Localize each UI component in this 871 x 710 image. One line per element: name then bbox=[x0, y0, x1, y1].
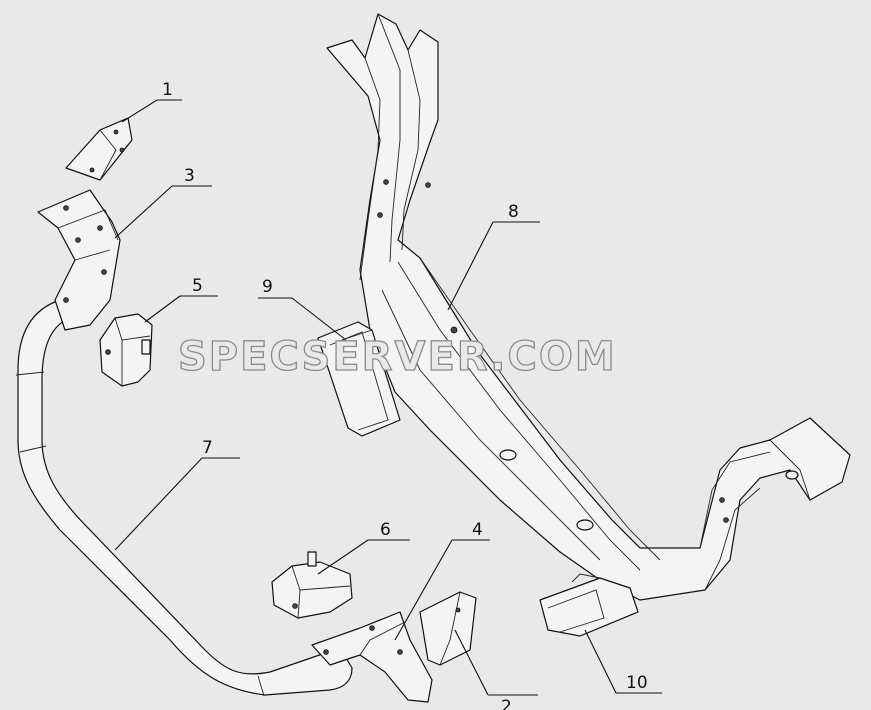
callout-1: 1 bbox=[162, 80, 173, 100]
part-6-mount bbox=[271, 551, 353, 619]
part-5-mount bbox=[99, 313, 153, 387]
part-7-tube bbox=[15, 299, 353, 697]
callout-8: 8 bbox=[508, 202, 519, 222]
part-9-channel bbox=[317, 321, 401, 437]
leader-lines bbox=[114, 99, 662, 696]
part-4-bracket bbox=[311, 611, 433, 703]
callout-5: 5 bbox=[192, 276, 203, 296]
part-2-gusset bbox=[419, 591, 477, 666]
callout-6: 6 bbox=[380, 520, 391, 540]
watermark: SPECSERVER.COM bbox=[178, 334, 617, 380]
callout-4: 4 bbox=[472, 520, 483, 540]
part-1-plate bbox=[65, 117, 133, 181]
part-10-clip bbox=[539, 573, 639, 637]
part-8-frame bbox=[326, 13, 851, 601]
callout-7: 7 bbox=[202, 438, 213, 458]
callout-3: 3 bbox=[184, 166, 195, 186]
callout-2: 2 bbox=[501, 697, 512, 710]
callout-10: 10 bbox=[626, 673, 648, 693]
part-3-bracket bbox=[37, 189, 121, 331]
callout-9: 9 bbox=[262, 277, 273, 297]
